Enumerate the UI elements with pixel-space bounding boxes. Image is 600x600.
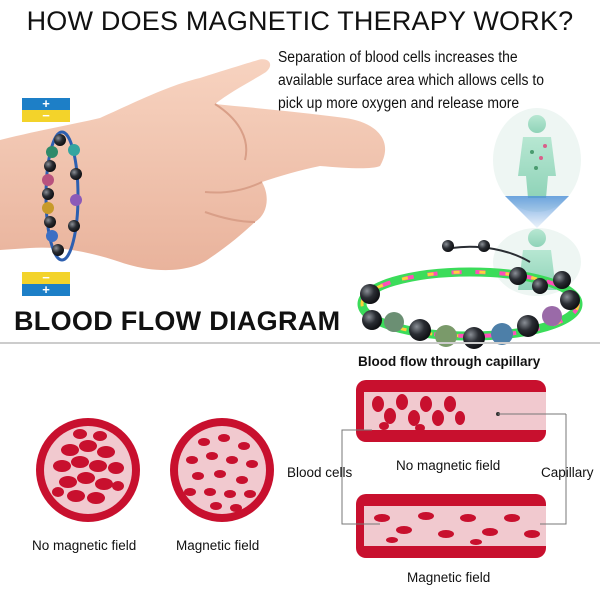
minus-icon: − xyxy=(22,271,70,284)
body-figures xyxy=(493,108,581,296)
plus-icon: + xyxy=(22,283,70,296)
capillary-title: Blood flow through capillary xyxy=(358,354,541,369)
section-title: BLOOD FLOW DIAGRAM xyxy=(14,306,341,336)
explanation-text: Separation of blood cells increases the … xyxy=(278,49,544,135)
circle-magnetic-field xyxy=(170,418,274,522)
section-divider xyxy=(0,342,600,344)
blood-cells-label: Blood cells xyxy=(287,465,353,480)
page-title: HOW DOES MAGNETIC THERAPY WORK? xyxy=(26,6,574,36)
circle-right-label: Magnetic field xyxy=(176,538,260,553)
polarity-chip-bottom: − + xyxy=(22,271,70,296)
capillary-tube-top xyxy=(356,380,566,442)
wrist-bracelet xyxy=(42,130,82,262)
capillary-tube-bottom xyxy=(356,494,546,558)
polarity-chip-top: + − xyxy=(22,97,70,122)
circle-no-field xyxy=(36,418,140,522)
capillary-label: Capillary xyxy=(541,465,594,480)
minus-icon: − xyxy=(22,109,70,122)
tube-top-label: No magnetic field xyxy=(396,458,501,473)
bracket-lines xyxy=(341,414,567,525)
circle-left-label: No magnetic field xyxy=(32,538,137,553)
product-bracelet xyxy=(357,240,583,349)
plus-icon: + xyxy=(22,97,70,110)
hand-illustration xyxy=(0,59,386,271)
tube-bottom-label: Magnetic field xyxy=(407,570,491,585)
